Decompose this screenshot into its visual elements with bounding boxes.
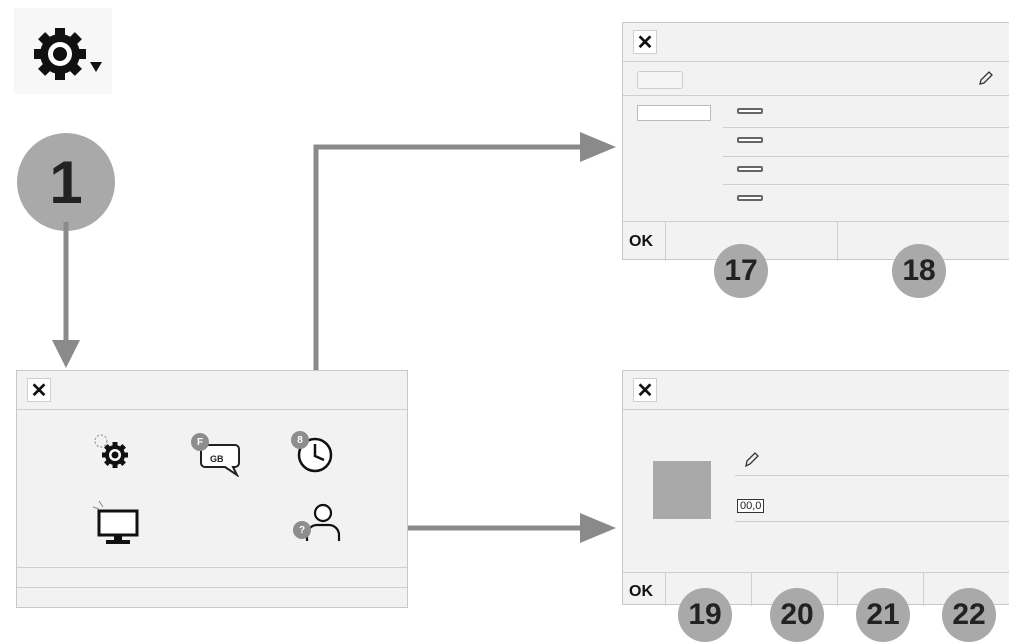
clock-icon[interactable]: 8 [289, 429, 339, 475]
user-panel: ✕ 00,0 OK [622, 370, 1009, 606]
language-code: GB [210, 454, 224, 464]
user-avatar-placeholder [653, 461, 711, 519]
callout-22: 22 [942, 588, 996, 642]
time-field-4[interactable] [737, 195, 763, 201]
arrow-clock-to-time-panel [313, 144, 585, 425]
callout-18: 18 [892, 244, 946, 298]
selector-field[interactable] [637, 105, 711, 121]
user-badge: ? [293, 521, 311, 539]
close-button[interactable]: ✕ [633, 30, 657, 54]
language-badge: F [191, 433, 209, 451]
callout-19: 19 [678, 588, 732, 642]
close-button[interactable]: ✕ [27, 378, 51, 402]
value-field[interactable]: 00,0 [737, 499, 765, 513]
time-field-3[interactable] [737, 166, 763, 172]
step-callout: 1 [17, 133, 115, 231]
field-chip[interactable] [637, 71, 683, 89]
ok-button[interactable]: OK [629, 233, 653, 250]
edit-pencil-icon[interactable] [977, 71, 993, 87]
display-icon[interactable] [91, 499, 145, 545]
language-icon[interactable]: F GB [185, 431, 245, 477]
callout-17: 17 [714, 244, 768, 298]
time-field-2[interactable] [737, 137, 763, 143]
settings-gear-icon[interactable] [91, 433, 133, 471]
gear-dropdown-icon [34, 28, 102, 80]
gear-menu-button[interactable] [14, 8, 112, 94]
settings-panel: ✕ F GB 8 [16, 370, 408, 608]
close-button[interactable]: ✕ [633, 378, 657, 402]
callout-20: 20 [770, 588, 824, 642]
time-field-1[interactable] [737, 108, 763, 114]
callout-21: 21 [856, 588, 910, 642]
clock-badge: 8 [291, 431, 309, 449]
time-panel: ✕ OK [622, 22, 1009, 261]
user-account-icon[interactable]: ? [289, 499, 345, 545]
edit-pencil-icon[interactable] [743, 451, 759, 469]
ok-button[interactable]: OK [629, 583, 653, 600]
